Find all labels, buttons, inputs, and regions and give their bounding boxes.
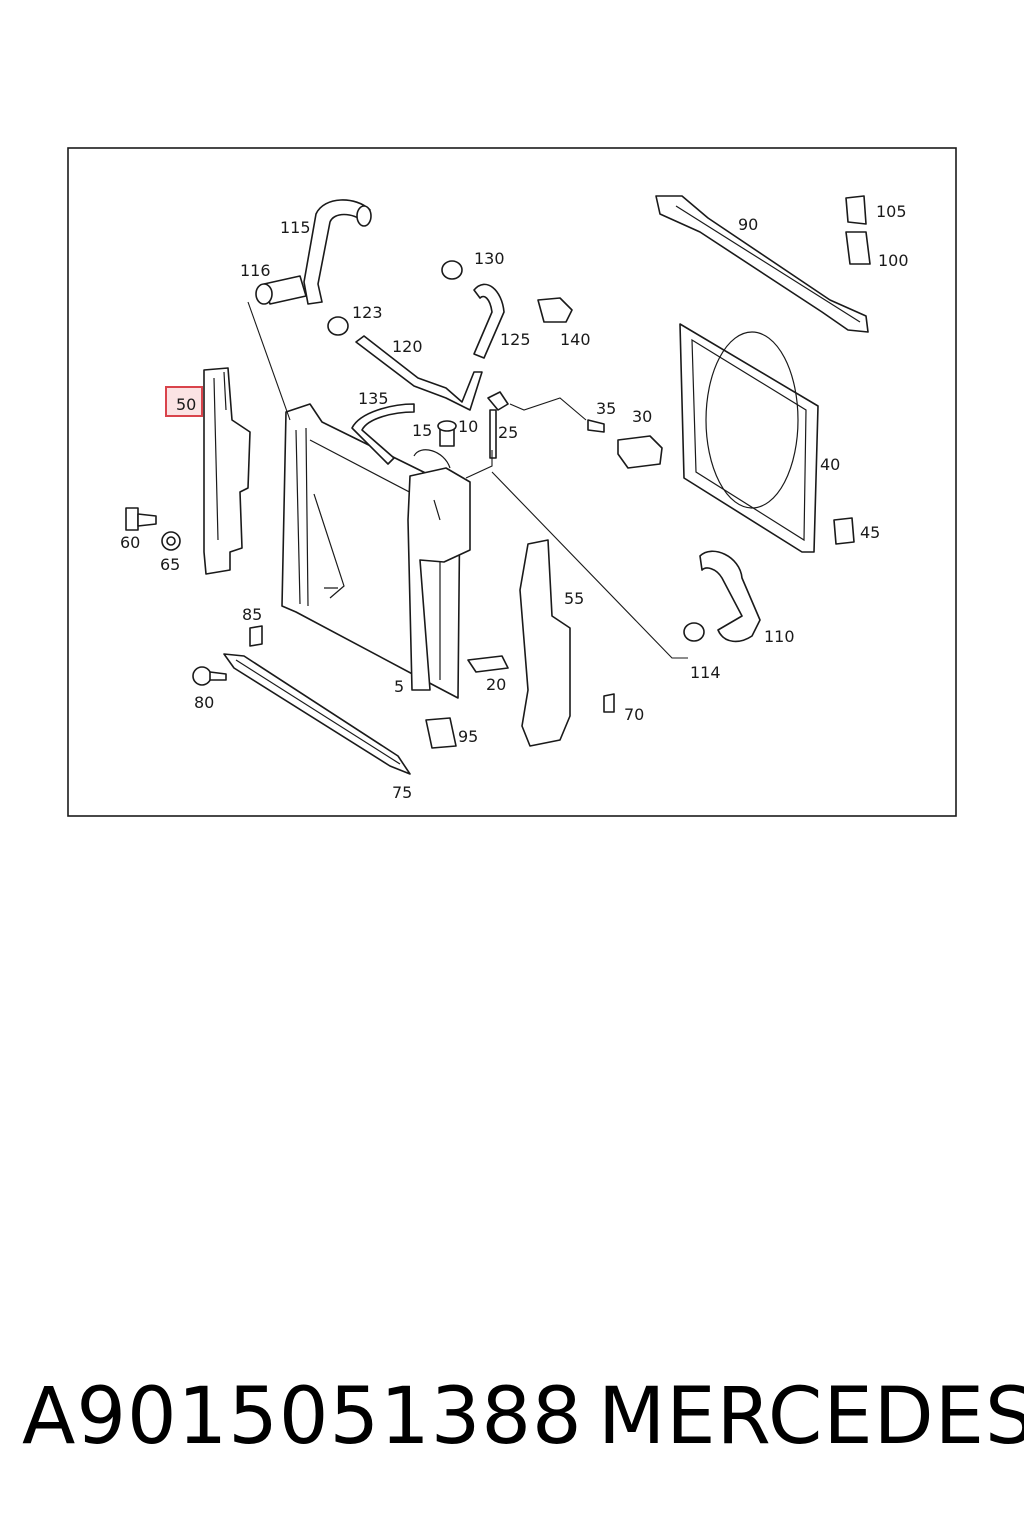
part-123-clamp[interactable] [327, 316, 349, 336]
part-25-sensor[interactable] [487, 391, 509, 459]
label-35: 35 [596, 399, 616, 418]
label-115: 115 [280, 218, 311, 237]
part-80-screw[interactable] [192, 666, 227, 686]
part-125-hose[interactable] [473, 283, 505, 359]
label-116: 116 [240, 261, 271, 280]
part-45-clip[interactable] [833, 517, 855, 545]
label-5: 5 [394, 677, 404, 696]
part-40-fan-shroud[interactable] [679, 323, 819, 553]
label-95: 95 [458, 727, 478, 746]
part-15-expansion-tank[interactable] [407, 449, 471, 691]
label-30: 30 [632, 407, 652, 426]
highlight-box-50 [165, 386, 203, 417]
label-123: 123 [352, 303, 383, 322]
part-105-clip[interactable] [845, 195, 867, 225]
part-65-washer[interactable] [161, 531, 181, 551]
part-85-clip[interactable] [249, 625, 263, 647]
part-75-lower-rail[interactable] [223, 653, 411, 775]
label-60: 60 [120, 533, 140, 552]
label-80: 80 [194, 693, 214, 712]
label-110: 110 [764, 627, 795, 646]
label-120: 120 [392, 337, 423, 356]
part-110-lower-hose[interactable] [699, 550, 761, 643]
part-140-bracket[interactable] [537, 297, 573, 323]
label-65: 65 [160, 555, 180, 574]
label-85: 85 [242, 605, 262, 624]
label-100: 100 [878, 251, 909, 270]
label-25: 25 [498, 423, 518, 442]
label-75: 75 [392, 783, 412, 802]
label-125: 125 [500, 330, 531, 349]
part-130-clamp[interactable] [441, 260, 463, 280]
part-60-bolt[interactable] [125, 507, 157, 531]
part-35-sensor[interactable] [587, 419, 605, 433]
label-15: 15 [412, 421, 432, 440]
brand-caption: MERCEDES [598, 1372, 1024, 1462]
part-labels: 5 10 15 20 25 30 35 40 45 50 55 60 65 70… [120, 202, 909, 802]
part-20-drain-plug[interactable] [467, 655, 509, 673]
part-30-switch[interactable] [617, 435, 663, 469]
label-55: 55 [564, 589, 584, 608]
part-70-clip[interactable] [603, 693, 615, 713]
part-115-upper-hose[interactable] [303, 199, 372, 305]
label-40: 40 [820, 455, 840, 474]
label-50: 50 [176, 395, 196, 414]
part-114-clamp[interactable] [683, 622, 705, 642]
part-120-hose[interactable] [355, 335, 483, 411]
part-116-connector[interactable] [255, 275, 307, 305]
label-114: 114 [690, 663, 721, 682]
label-140: 140 [560, 330, 591, 349]
label-70: 70 [624, 705, 644, 724]
part-135-hose[interactable] [351, 403, 415, 465]
part-number-caption: A9015051388 [22, 1372, 583, 1462]
diagram-frame [67, 147, 957, 817]
part-50-air-duct[interactable] [203, 367, 251, 575]
leader-lines [247, 301, 688, 659]
part-90-top-rail[interactable] [655, 195, 869, 333]
label-105: 105 [876, 202, 907, 221]
part-10-cap[interactable] [437, 420, 457, 447]
label-130: 130 [474, 249, 505, 268]
label-90: 90 [738, 215, 758, 234]
label-135: 135 [358, 389, 389, 408]
part-100-clip[interactable] [845, 231, 871, 265]
label-20: 20 [486, 675, 506, 694]
label-45: 45 [860, 523, 880, 542]
label-10: 10 [458, 417, 478, 436]
part-55-side-duct[interactable] [519, 539, 571, 747]
part-95-mount[interactable] [425, 717, 457, 749]
